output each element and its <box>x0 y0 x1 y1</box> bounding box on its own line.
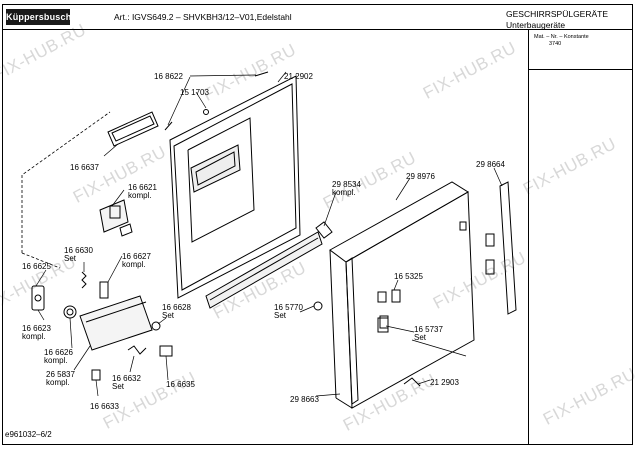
part-label: Set <box>162 311 175 320</box>
part-label: 16 6637 <box>70 163 99 172</box>
sidebar-divider <box>528 29 529 445</box>
part-label: 16 6621 <box>128 183 157 192</box>
part-label: 16 6627 <box>122 252 151 261</box>
document-id: e961032–6/2 <box>5 430 52 439</box>
part-label: kompl. <box>22 332 46 341</box>
header-divider <box>2 29 633 30</box>
part-label: kompl. <box>44 356 68 365</box>
screws <box>164 71 269 131</box>
material-number-label: Mat. – Nr. – Konstante <box>534 34 589 40</box>
part-label: 29 8534 <box>332 180 361 189</box>
category-title: GESCHIRRSPÜLGERÄTE <box>506 9 609 19</box>
part-label: kompl. <box>128 191 152 200</box>
category-subtitle: Unterbaugeräte <box>506 20 566 30</box>
part-label: 16 6635 <box>166 380 195 389</box>
part-label: 16 6626 <box>44 348 73 357</box>
control-module-part <box>99 199 133 237</box>
part-label: kompl. <box>122 260 146 269</box>
part-label: 16 6633 <box>90 402 119 411</box>
part-label: Set <box>414 333 427 342</box>
handle-frame-part <box>107 111 159 147</box>
front-door-panel <box>329 181 475 409</box>
part-label: 16 8622 <box>154 72 183 81</box>
part-label: 16 6625 <box>22 262 51 271</box>
part-label: 16 6630 <box>64 246 93 255</box>
article-number: Art.: IGVS649.2 – SHVKBH3/12–V01,Edelsta… <box>114 12 292 22</box>
left-side-profile <box>345 257 359 405</box>
part-label: 29 8663 <box>290 395 319 404</box>
part-label: 16 5325 <box>394 272 423 281</box>
part-label: 29 8976 <box>406 172 435 181</box>
part-label: 16 5737 <box>414 325 443 334</box>
part-label: Set <box>274 311 287 320</box>
part-label: Set <box>64 254 77 263</box>
brand-logo: Küppersbusch <box>6 9 71 25</box>
leader-lines <box>35 71 503 397</box>
part-label: 16 6623 <box>22 324 51 333</box>
part-label: Set <box>112 382 125 391</box>
part-label: kompl. <box>46 378 70 387</box>
part-label: kompl. <box>332 188 356 197</box>
part-label: 16 6628 <box>162 303 191 312</box>
part-label: 16 6632 <box>112 374 141 383</box>
page-frame <box>2 4 633 445</box>
dashed-assembly-outline <box>21 111 111 269</box>
hinge-part <box>315 221 333 239</box>
part-label: 21 2902 <box>284 72 313 81</box>
part-label: 26 5837 <box>46 370 75 379</box>
small-parts <box>31 271 421 387</box>
konstante-value: 3740 <box>549 41 562 47</box>
sidebar-box-divider <box>528 69 633 70</box>
part-label: 15 1703 <box>180 88 209 97</box>
part-label: 29 8664 <box>476 160 505 169</box>
right-side-profile <box>485 181 517 315</box>
inner-door-panel <box>169 75 323 309</box>
part-label: 21 2903 <box>430 378 459 387</box>
part-label: 16 5770 <box>274 303 303 312</box>
